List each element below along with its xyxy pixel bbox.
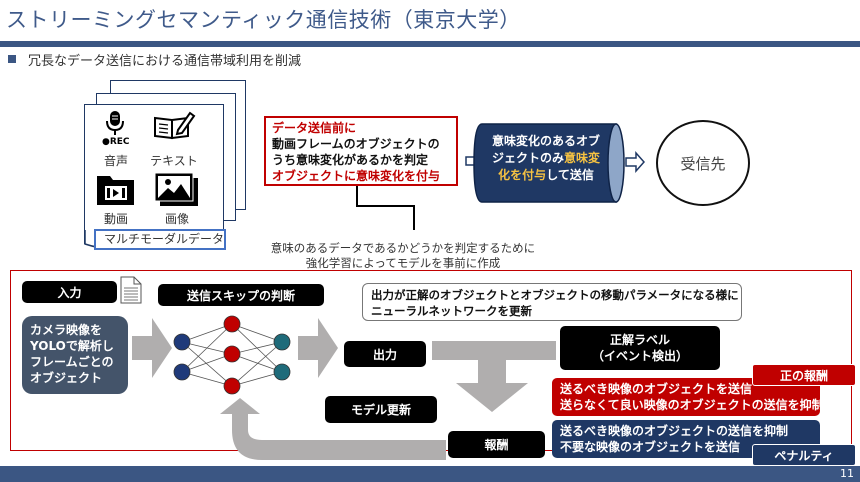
- input-box-line-3: フレームごとの: [30, 355, 114, 369]
- caption-text: テキスト: [150, 154, 198, 168]
- penalty-tag: ペナルティ: [752, 444, 856, 466]
- input-box-line-1: カメラ映像を: [30, 323, 103, 337]
- document-icon: [120, 276, 142, 304]
- connector-line: [356, 186, 415, 230]
- positive-line-2: 送らなくて良い映像のオブジェクトの送信を抑制: [560, 398, 824, 412]
- nn-edge: [181, 353, 233, 373]
- positive-reward-tag: 正の報酬: [752, 364, 856, 386]
- hidden-node: [223, 377, 241, 395]
- arrow-merge-down: [432, 341, 556, 412]
- nn-edge: [181, 323, 233, 343]
- input-node: [173, 363, 191, 381]
- camera-input-box: カメラ映像を YOLOで解析し フレームごとの オブジェクト: [22, 316, 128, 394]
- pipe-line-2a: ジェクトのみ: [491, 151, 564, 165]
- penalty-line-1: 送るべき映像のオブジェクトの送信を抑制: [560, 424, 789, 438]
- pipe-line-3a: 化を付与: [498, 168, 547, 182]
- arrow-nn-to-output: [298, 318, 338, 378]
- judge-line-1: データ送信前に: [272, 121, 357, 135]
- pretraining-note: 意味のあるデータであるかどうかを判定するために 強化学習によってモデルを事前に作…: [258, 241, 548, 271]
- slide-subtitle: 冗長なデータ送信における通信帯域利用を削減: [28, 54, 302, 69]
- nn-edge: [181, 323, 233, 373]
- footer-bar: [0, 466, 860, 482]
- input-node: [173, 333, 191, 351]
- nn-edge: [181, 371, 233, 387]
- nn-edge: [181, 341, 233, 387]
- callout-line-2: ニューラルネットワークを更新: [371, 304, 532, 318]
- penalty-line-2: 不要な映像のオブジェクトを送信: [560, 440, 741, 454]
- microphone-icon: [106, 111, 124, 135]
- callout-line-1: 出力が正解のオブジェクトとオブジェクトの移動パラメータになる様に: [371, 288, 739, 302]
- arrow-feedback-loop: [220, 398, 446, 460]
- judge-line-4: オブジェクトに意味変化を付与: [272, 169, 441, 183]
- caption-image: 画像: [164, 212, 189, 226]
- note-line-1: 意味のあるデータであるかどうかを判定するために: [270, 241, 536, 255]
- receiver-circle: 受信先: [656, 120, 750, 206]
- caption-video: 動画: [103, 212, 128, 226]
- ground-truth-line-2: （イベント検出）: [591, 349, 688, 363]
- pipe-line-1: 意味変化のあるオブ: [491, 134, 600, 148]
- positive-line-1: 送るべき映像のオブジェクトを送信: [560, 382, 753, 396]
- caption-audio: 音声: [103, 154, 128, 168]
- ground-truth-box: 正解ラベル （イベント検出）: [560, 326, 720, 370]
- pipe-text: 意味変化のあるオブ ジェクトのみ意味変 化を付与して送信: [480, 133, 612, 184]
- transmission-pipe: [465, 123, 646, 203]
- neural-network-diagram: [173, 315, 291, 395]
- judge-line-3: うち意味変化があるかを判定: [272, 153, 429, 167]
- output-node: [273, 333, 291, 351]
- nn-edge: [231, 341, 283, 387]
- page-number: 11: [840, 467, 854, 480]
- judge-line-2: 動画フレームのオブジェクトの: [272, 137, 440, 151]
- receiver-label: 受信先: [680, 154, 726, 173]
- model-update-label: モデル更新: [325, 396, 437, 423]
- nn-edge: [231, 371, 283, 387]
- send-arrow-icon: [625, 151, 646, 173]
- pipe-line-2b: 意味変: [564, 151, 601, 165]
- input-box-line-2: YOLOで解析し: [30, 339, 114, 353]
- output-label: 出力: [344, 341, 426, 367]
- nn-edge: [231, 323, 283, 343]
- ground-truth-line-1: 正解ラベル: [609, 333, 670, 347]
- nn-edge: [231, 341, 283, 355]
- output-node: [273, 363, 291, 381]
- arrow-input-to-nn: [132, 318, 172, 378]
- rec-label: ●REC: [102, 137, 130, 147]
- book-pencil-icon: [154, 111, 196, 140]
- multimodal-data-label: マルチモーダルデータ: [94, 229, 226, 250]
- hidden-node: [223, 345, 241, 363]
- image-icon: [154, 172, 198, 206]
- update-callout: 出力が正解のオブジェクトとオブジェクトの移動パラメータになる様に ニューラルネッ…: [362, 283, 742, 321]
- pre-send-judgement-box: データ送信前に 動画フレームのオブジェクトの うち意味変化があるかを判定 オブジ…: [264, 116, 458, 186]
- input-label: 入力: [22, 281, 117, 303]
- input-box-line-4: オブジェクト: [30, 371, 103, 385]
- video-folder-icon: [97, 176, 134, 205]
- pipe-line-3b: して送信: [546, 168, 594, 182]
- bullet-square-icon: [8, 55, 16, 63]
- nn-edge: [231, 353, 283, 373]
- hidden-node: [223, 315, 241, 333]
- skip-decision-label: 送信スキップの判断: [158, 284, 324, 306]
- reward-label: 報酬: [448, 431, 545, 458]
- slide-title: ストリーミングセマンティック通信技術（東京大学）: [6, 8, 521, 32]
- note-line-2: 強化学習によってモデルを事前に作成: [305, 256, 501, 270]
- title-divider: [0, 41, 860, 47]
